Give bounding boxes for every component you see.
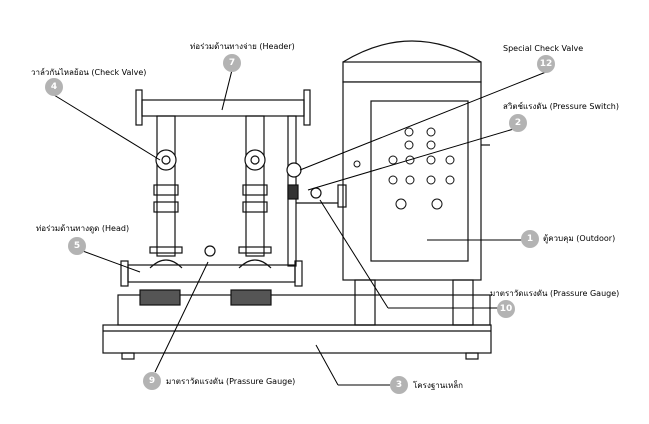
callout-badge-3: 3 bbox=[390, 376, 408, 394]
callout-badge-9: 9 bbox=[143, 372, 161, 390]
header-label: ท่อร่วมด้านทางจ่าย (Header) bbox=[190, 42, 295, 51]
suction-header-pipe bbox=[120, 260, 303, 287]
pressure-gauge-icon bbox=[310, 187, 322, 199]
control-cabinet bbox=[342, 40, 490, 326]
pump-set-left bbox=[139, 115, 183, 306]
callout-badge-5: 5 bbox=[68, 237, 86, 255]
pressure-switch-label: สวิตช์แรงดัน (Pressure Switch) bbox=[503, 102, 619, 111]
pressure-gauge-label-9: มาตราวัดแรงดัน (Prassure Gauge) bbox=[166, 377, 296, 386]
check-valve-label: วาล์วกันไหลย้อน (Check Valve) bbox=[31, 68, 147, 77]
pressure-gauge-label-10: มาตราวัดแรงดัน (Prassure Gauge) bbox=[490, 289, 620, 298]
callout-badge-12: 12 bbox=[537, 55, 555, 73]
bypass-pipe bbox=[286, 115, 347, 267]
callout-badge-2: 2 bbox=[509, 114, 527, 132]
suction-head-label: ท่อร่วมด้านทางดูด (Head) bbox=[36, 224, 130, 233]
steel-base-frame bbox=[102, 294, 492, 360]
control-cabinet-label: ตู้ควบคุม (Outdoor) bbox=[543, 234, 616, 243]
callout-badge-1: 1 bbox=[521, 230, 539, 248]
callout-badge-10: 10 bbox=[497, 300, 515, 318]
callout-badge-4: 4 bbox=[45, 78, 63, 96]
suction-pressure-gauge-icon bbox=[204, 245, 216, 257]
special-check-valve-label: Special Check Valve bbox=[503, 44, 584, 53]
callout-badge-7: 7 bbox=[223, 54, 241, 72]
steel-base-label: โครงฐานเหล็ก bbox=[413, 381, 463, 390]
pump-set-right bbox=[230, 115, 272, 306]
cabinet-indicators bbox=[353, 127, 455, 210]
